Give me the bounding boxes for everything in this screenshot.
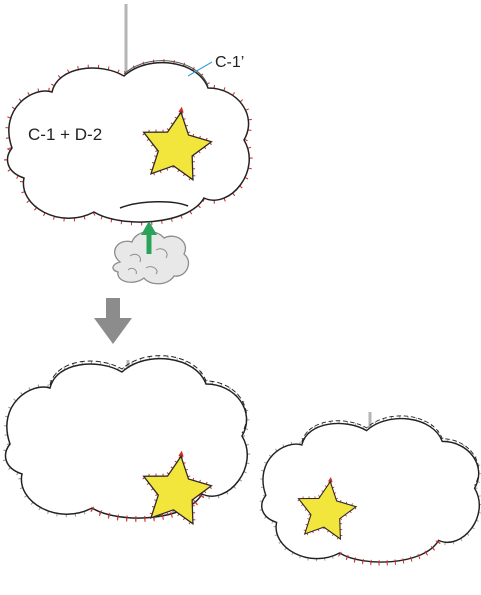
top-cloud-body	[6, 62, 250, 223]
bottom-left-cloud-assembly	[2, 355, 251, 526]
down-arrow-icon	[94, 298, 132, 344]
bottom-left-cloud-body	[4, 358, 248, 519]
top-cloud	[4, 59, 253, 226]
up-arrow-icon	[141, 221, 157, 254]
callout-line	[187, 61, 213, 77]
callout-label: C-1’	[215, 54, 244, 71]
small-cloud-icon	[112, 231, 190, 285]
bottom-right-cloud-body	[261, 417, 480, 563]
top-cloud-assembly: C-1 + D-2 C-1’	[4, 4, 253, 226]
top-cloud-label: C-1 + D-2	[28, 125, 102, 144]
bottom-right-cloud-assembly	[259, 412, 481, 566]
